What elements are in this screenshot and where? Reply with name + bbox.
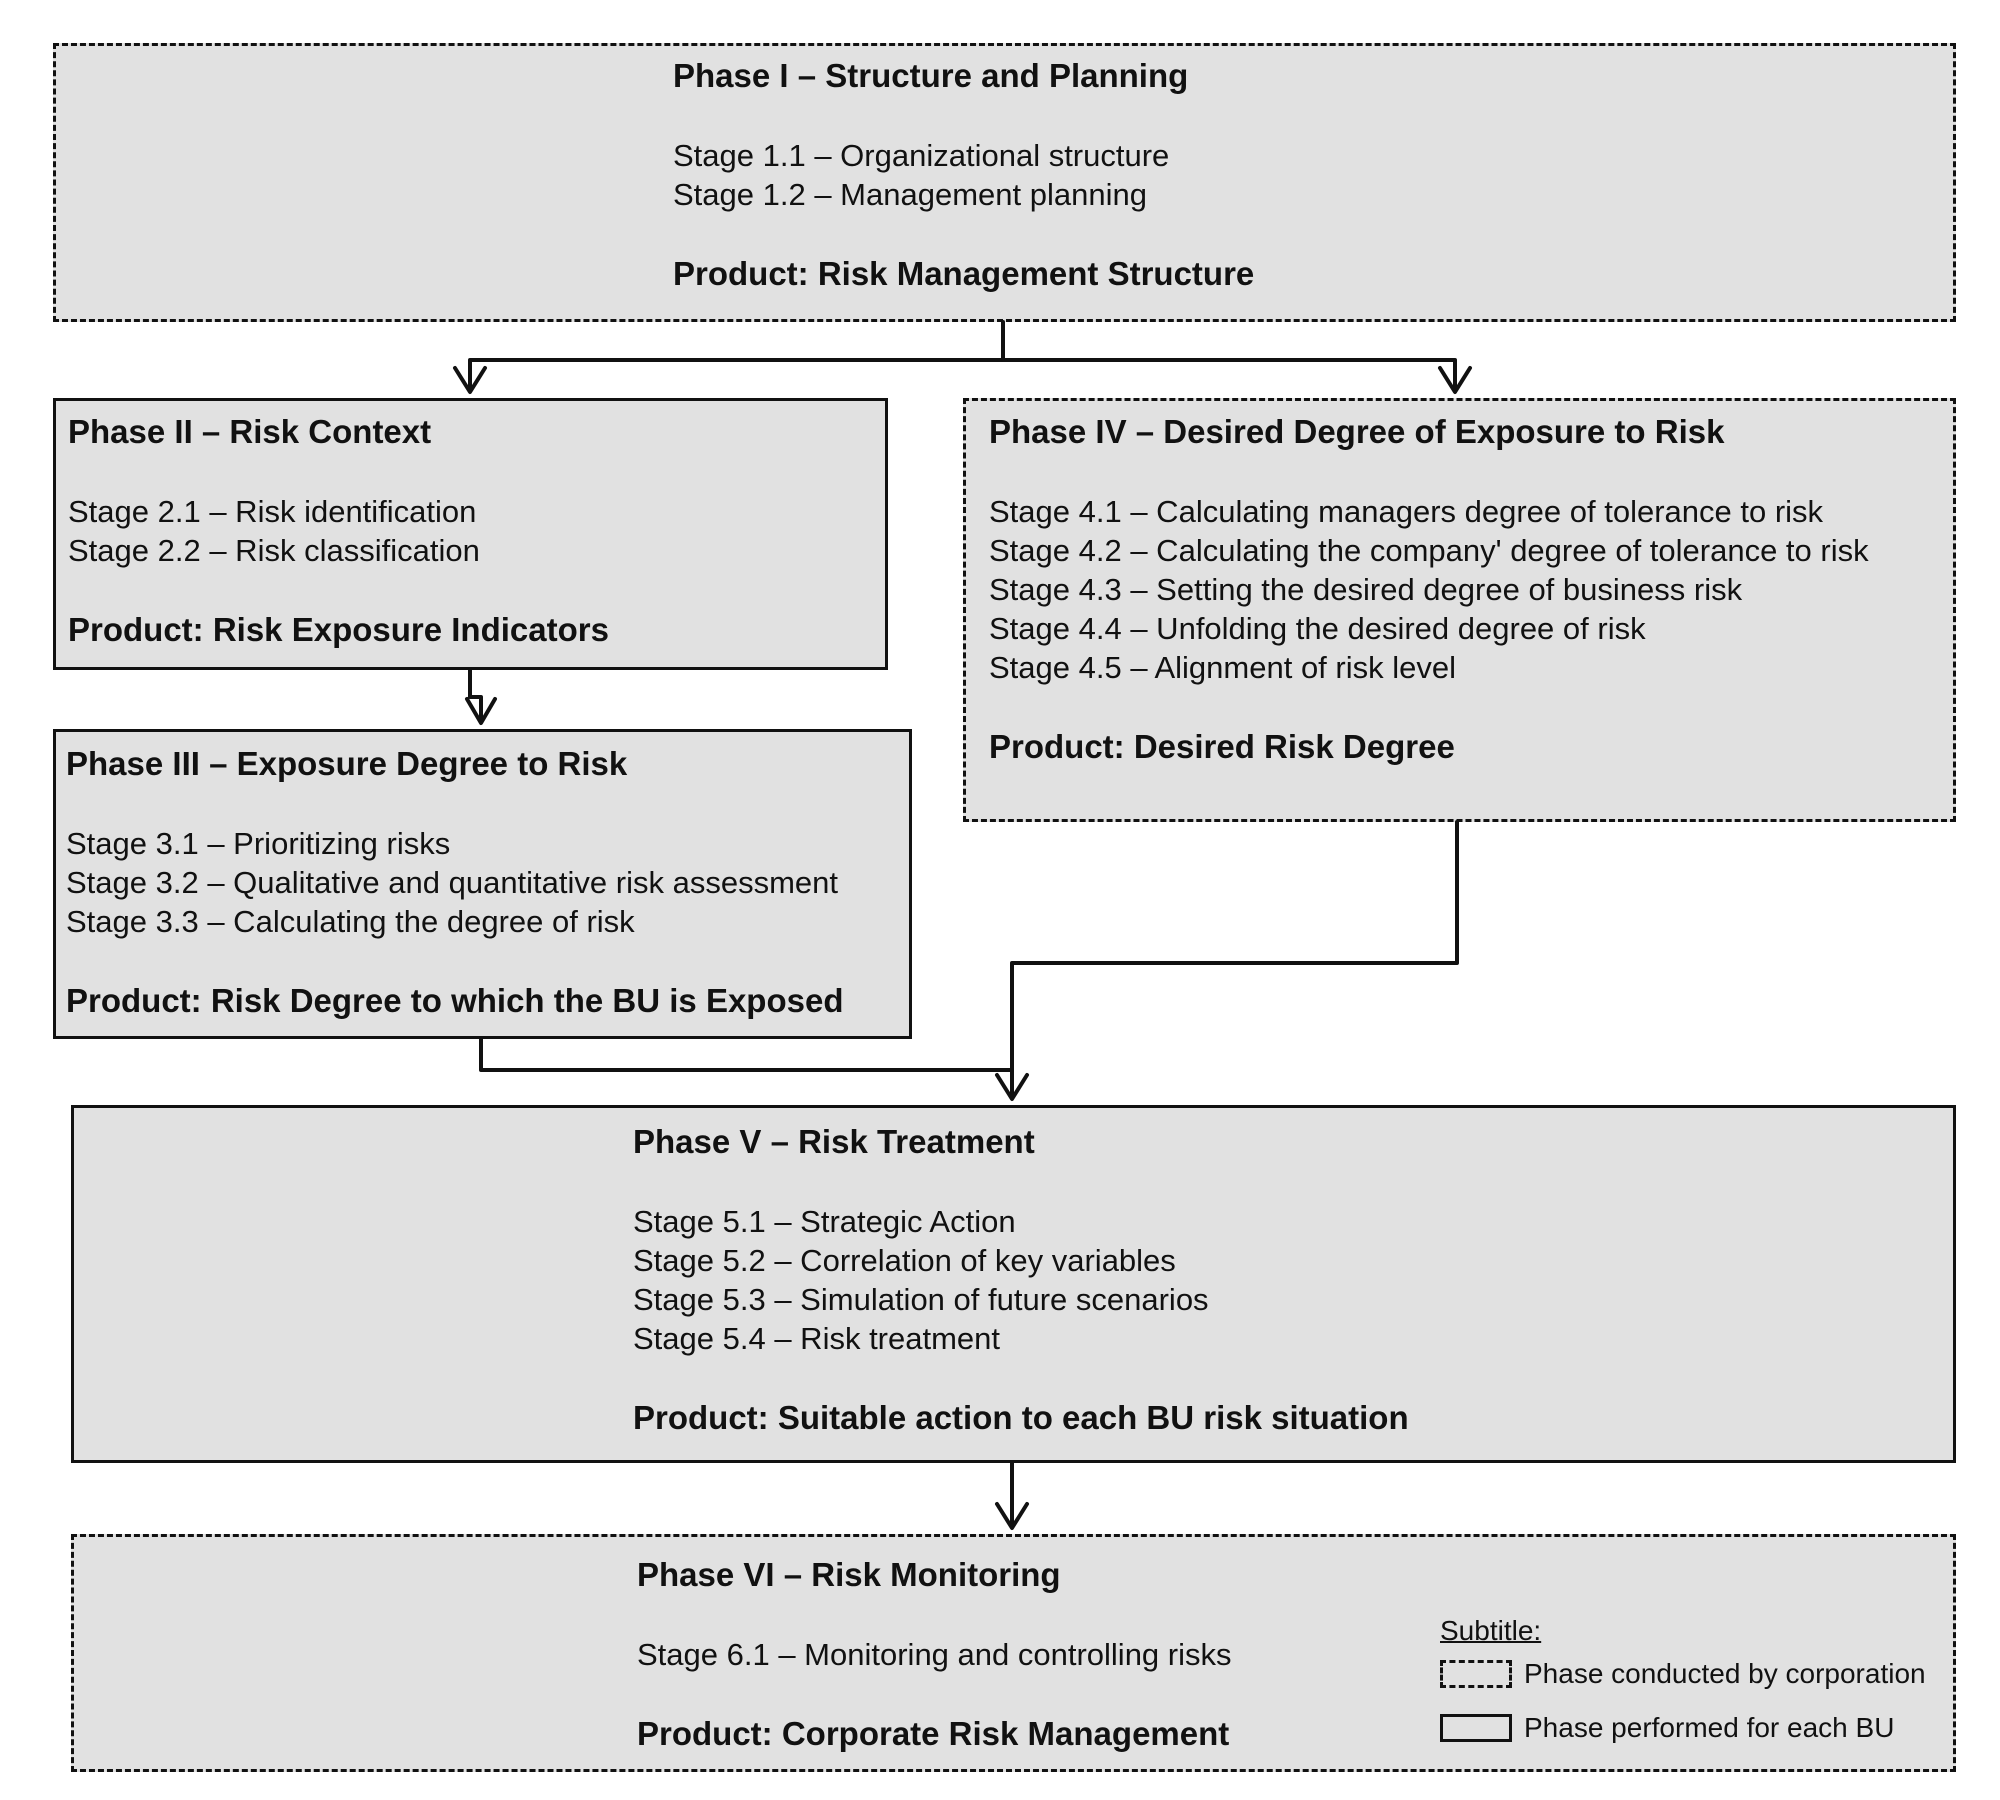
stage-1-2: Stage 1.2 – Management planning [673,177,1147,212]
phase-1-content: Phase I – Structure and Planning Stage 1… [673,56,1254,294]
stage-1-1: Stage 1.1 – Organizational structure [673,138,1170,173]
phase-1-title: Phase I – Structure and Planning [673,57,1189,94]
stage-5-2: Stage 5.2 – Correlation of key variables [633,1243,1176,1278]
phase-6-stages: Stage 6.1 – Monitoring and controlling r… [637,1635,1232,1674]
phase-4-product: Product: Desired Risk Degree [989,728,1455,765]
phase-4-stages: Stage 4.1 – Calculating managers degree … [989,492,1889,687]
arrowhead-to-phase6 [995,1502,1029,1530]
legend-title: Subtitle: [1440,1615,1542,1646]
stage-3-3: Stage 3.3 – Calculating the degree of ri… [66,904,635,939]
stage-4-2: Stage 4.2 – Calculating the company' deg… [989,533,1869,568]
stage-2-1: Stage 2.1 – Risk identification [68,494,477,529]
legend-solid-row: Phase performed for each BU [1440,1708,1926,1748]
stage-5-1: Stage 5.1 – Strategic Action [633,1204,1016,1239]
stage-5-3: Stage 5.3 – Simulation of future scenari… [633,1282,1209,1317]
arrowhead-to-phase4 [1438,366,1472,394]
phase-6-title: Phase VI – Risk Monitoring [637,1556,1061,1593]
legend-solid-label: Phase performed for each BU [1524,1712,1895,1743]
legend-dashed-label: Phase conducted by corporation [1524,1658,1926,1689]
phase-3-content: Phase III – Exposure Degree to Risk Stag… [66,744,843,1021]
stage-6-1: Stage 6.1 – Monitoring and controlling r… [637,1637,1232,1672]
connector-phase4-to-phase5 [1010,820,1459,1097]
phase-5-stages: Stage 5.1 – Strategic Action Stage 5.2 –… [633,1202,1409,1358]
legend: Subtitle: Phase conducted by corporation… [1440,1614,1926,1762]
phase-2-stages: Stage 2.1 – Risk identification Stage 2.… [68,492,609,570]
connector-phase1-split [468,320,1005,390]
phase-3-stages: Stage 3.1 – Prioritizing risks Stage 3.2… [66,824,843,941]
phase-1-stages: Stage 1.1 – Organizational structure Sta… [673,136,1254,214]
stage-5-4: Stage 5.4 – Risk treatment [633,1321,1001,1356]
phase-5-title: Phase V – Risk Treatment [633,1123,1035,1160]
phase-4-title: Phase IV – Desired Degree of Exposure to… [989,413,1725,450]
stage-4-4: Stage 4.4 – Unfolding the desired degree… [989,611,1646,646]
phase-3-product: Product: Risk Degree to which the BU is … [66,982,844,1019]
phase-3-box: Phase III – Exposure Degree to Risk Stag… [53,729,912,1039]
arrowhead-to-phase2 [453,366,487,394]
stage-4-1: Stage 4.1 – Calculating managers degree … [989,494,1824,529]
phase-2-box: Phase II – Risk Context Stage 2.1 – Risk… [53,398,888,670]
connector-phase3-to-phase5 [479,1037,1014,1072]
phase-5-content: Phase V – Risk Treatment Stage 5.1 – Str… [633,1122,1409,1438]
arrowhead-to-phase5 [995,1073,1029,1101]
phase-2-product: Product: Risk Exposure Indicators [68,611,609,648]
phase-5-product: Product: Suitable action to each BU risk… [633,1399,1409,1436]
legend-dashed-swatch [1440,1660,1512,1688]
stage-2-2: Stage 2.2 – Risk classification [68,533,480,568]
arrowhead-to-phase3 [465,697,497,725]
legend-solid-swatch [1440,1714,1512,1742]
phase-2-content: Phase II – Risk Context Stage 2.1 – Risk… [68,412,609,650]
phase-6-content: Phase VI – Risk Monitoring Stage 6.1 – M… [637,1555,1232,1754]
phase-1-product: Product: Risk Management Structure [673,255,1255,292]
phase-4-box: Phase IV – Desired Degree of Exposure to… [963,398,1956,822]
phase-5-box: Phase V – Risk Treatment Stage 5.1 – Str… [71,1105,1956,1463]
stage-4-3: Stage 4.3 – Setting the desired degree o… [989,572,1743,607]
phase-6-product: Product: Corporate Risk Management [637,1715,1230,1752]
phase-1-box: Phase I – Structure and Planning Stage 1… [53,43,1956,322]
phase-6-box: Phase VI – Risk Monitoring Stage 6.1 – M… [71,1534,1956,1772]
phase-3-title: Phase III – Exposure Degree to Risk [66,745,628,782]
connector-phase2-to-phase3 [468,668,483,721]
phase-4-content: Phase IV – Desired Degree of Exposure to… [989,412,1889,767]
stage-3-1: Stage 3.1 – Prioritizing risks [66,826,451,861]
stage-3-2: Stage 3.2 – Qualitative and quantitative… [66,865,838,900]
connector-phase1-to-phase4 [1001,358,1457,390]
stage-4-5: Stage 4.5 – Alignment of risk level [989,650,1456,685]
phase-2-title: Phase II – Risk Context [68,413,432,450]
legend-dashed-row: Phase conducted by corporation [1440,1654,1926,1694]
